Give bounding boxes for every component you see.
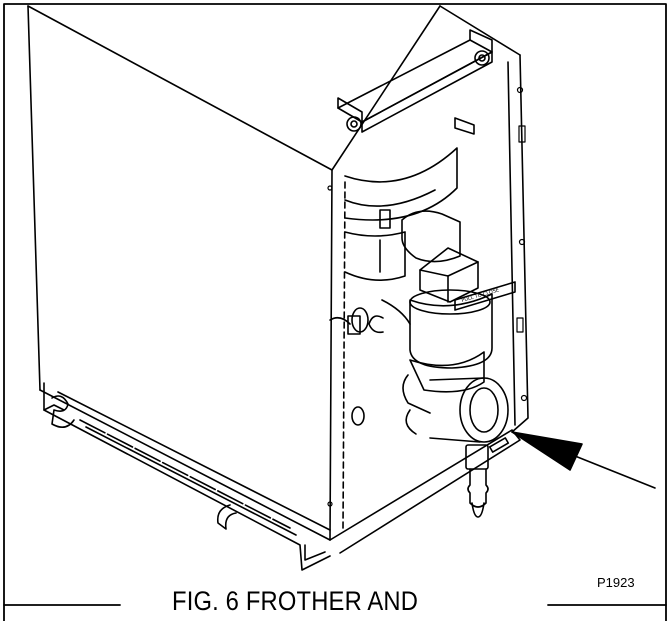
hex-nut-icon (346, 50, 490, 132)
figure-caption: FIG. 6 FROTHER AND (172, 586, 419, 616)
frother-assembly: PULL TO CLOSE (329, 147, 516, 518)
decal-text: PULL TO CLOSE (461, 287, 500, 303)
top-bracket (337, 29, 493, 135)
base-rail (43, 382, 521, 571)
arrow-pointer-icon (511, 431, 656, 489)
figure-code: P1923 (597, 575, 635, 590)
side-details (327, 86, 528, 507)
cabinet-body (27, 5, 529, 541)
figure-frame (3, 3, 667, 621)
